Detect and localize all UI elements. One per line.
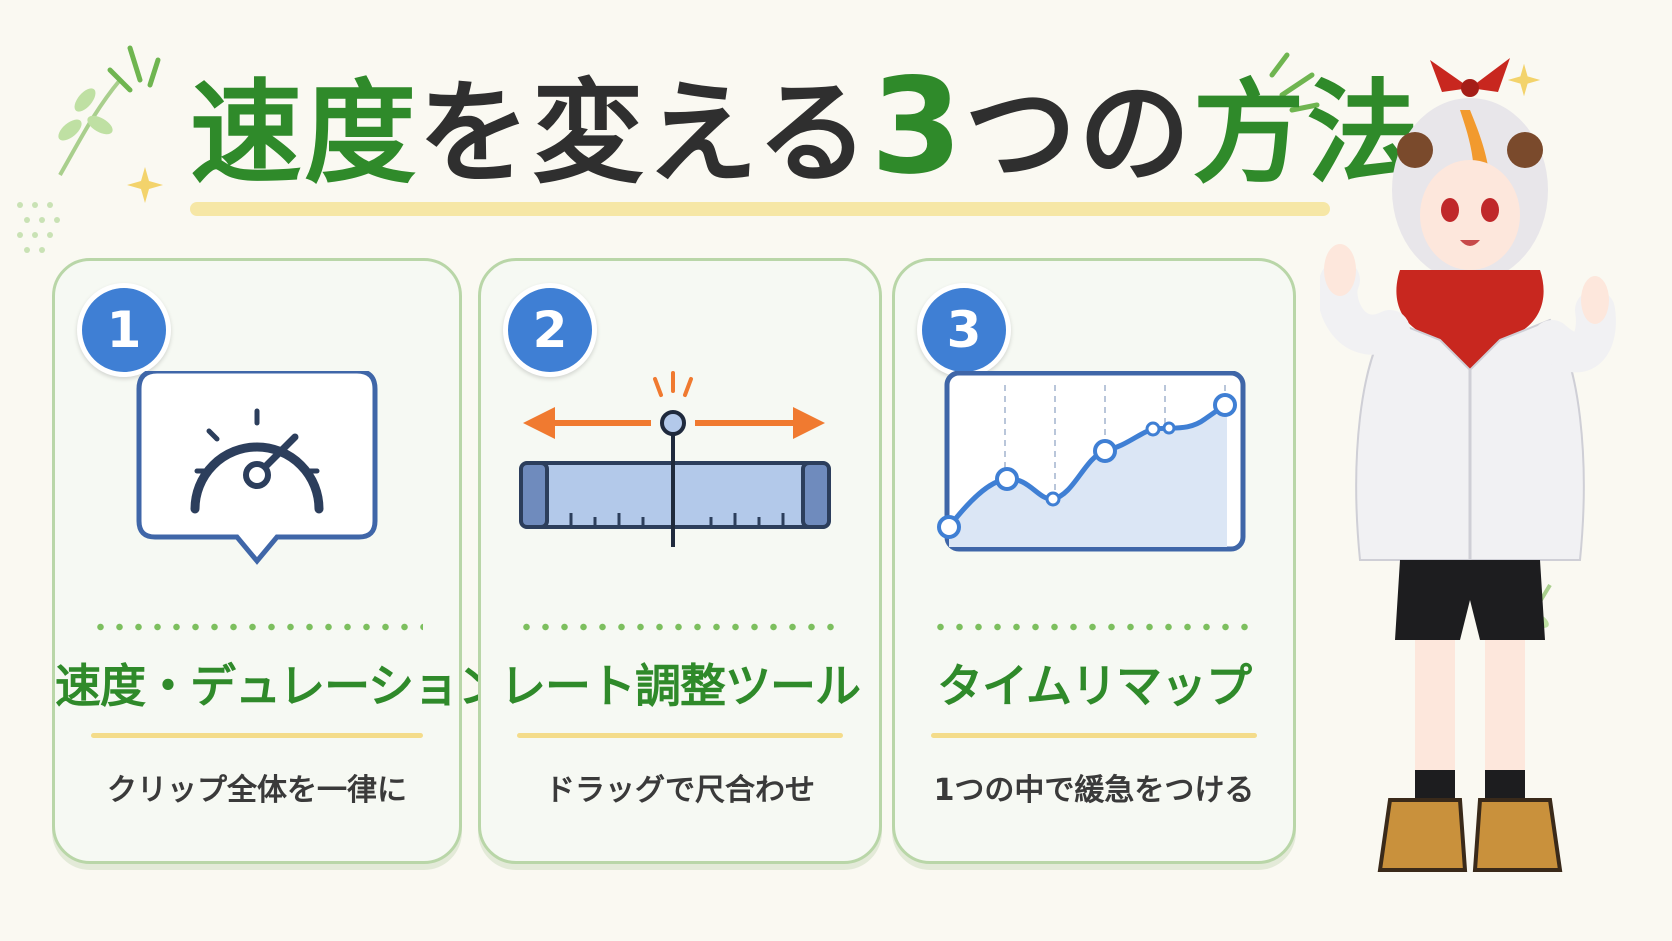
sparkle-icon [1507, 63, 1541, 97]
mascot-character-illustration [1320, 58, 1616, 872]
step-badge-1: 1 [77, 283, 171, 377]
title-part-of: つの [964, 69, 1193, 199]
title-number: 3 [870, 50, 965, 204]
step-badge-3: 3 [917, 283, 1011, 377]
card-description-3: 1つの中で緩急をつける [933, 773, 1255, 808]
card-description-1: クリップ全体を一律に [107, 773, 407, 808]
speedometer-icon [55, 371, 459, 571]
time-remap-graph-icon [895, 371, 1293, 571]
step-badge-2: 2 [503, 283, 597, 377]
card-label-3: タイムリマップ [936, 659, 1252, 713]
label-underline [517, 733, 843, 738]
leaf-sprig-decoration [58, 78, 122, 176]
label-underline [931, 733, 1257, 738]
card-description-2: ドラッグで尺合わせ [545, 773, 815, 808]
dot-pattern-decoration [17, 202, 60, 253]
dotted-divider [517, 623, 843, 631]
label-underline [91, 733, 423, 738]
rate-stretch-icon [481, 371, 879, 571]
title-part-change: を変える [418, 69, 871, 199]
burst-lines-decoration [1269, 52, 1320, 113]
title-part-method: 方法 [1192, 69, 1421, 199]
burst-lines-decoration [107, 45, 161, 93]
title-part-speed: 速度 [190, 69, 418, 199]
page-title: 速度を変える3つの方法 [190, 50, 1419, 204]
dotted-divider [931, 623, 1257, 631]
method-card-3: 3 タイムリマップ 1つの中で緩急をつける [892, 258, 1296, 864]
card-label-2: レート調整ツール [500, 659, 861, 713]
card-label-1: 速度・デュレーション [55, 659, 504, 713]
dotted-divider [91, 623, 423, 631]
method-card-1: 1 速度・デュレーション クリップ全体を一律に [52, 258, 504, 864]
method-card-2: 2 レート調整ツール ドラッグで尺合わせ [478, 258, 882, 864]
sparkle-icon [127, 167, 163, 203]
title-underline [190, 202, 1330, 216]
